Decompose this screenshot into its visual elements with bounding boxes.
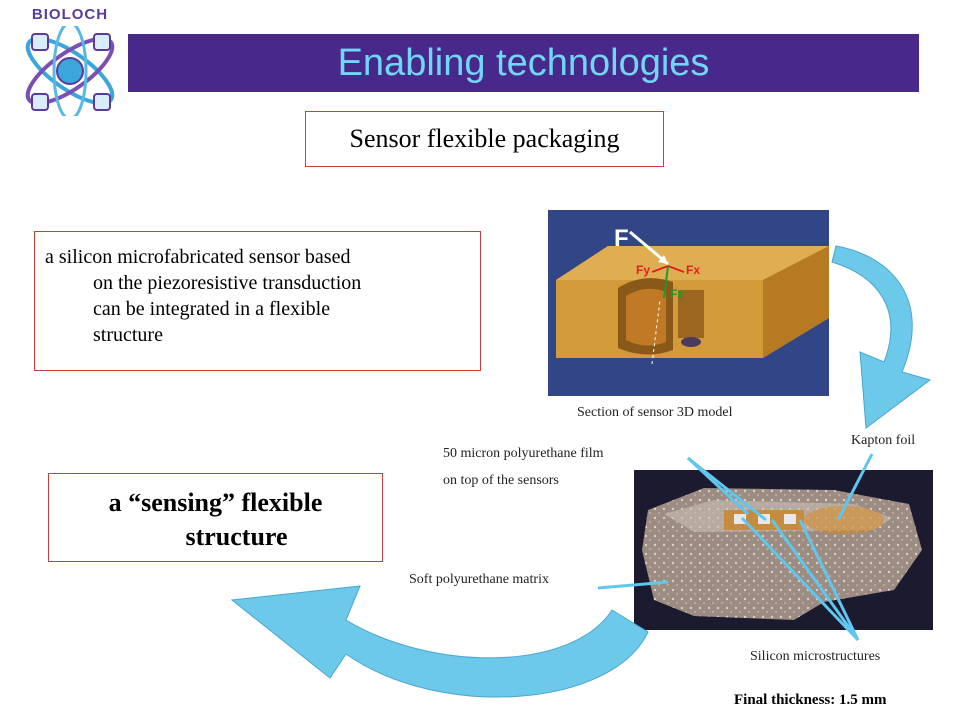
fx-label: Fx xyxy=(686,263,700,277)
fy-label: Fy xyxy=(636,263,650,277)
film-label-line-2: on top of the sensors xyxy=(443,473,559,488)
sensing-line-1: a “sensing” flexible xyxy=(108,488,323,517)
page-title: Enabling technologies xyxy=(337,41,710,84)
kapton-label: Kapton foil xyxy=(851,433,916,448)
title-bar: Enabling technologies xyxy=(128,34,919,92)
model-caption: Section of sensor 3D model xyxy=(577,405,733,420)
sensing-line-2: structure xyxy=(185,522,288,551)
logo-text: BIOLOCH xyxy=(31,6,109,23)
force-label: F xyxy=(614,225,629,252)
silicon-label: Silicon microstructures xyxy=(750,649,881,664)
sensor-photo-image xyxy=(634,470,933,630)
sensor-3d-model-image: F Fy Fx Fz xyxy=(548,210,829,396)
final-thickness: Final thickness: 1.5 mm xyxy=(734,692,887,708)
curved-arrow-top-icon xyxy=(831,245,932,429)
description-line: a silicon microfabricated sensor based xyxy=(45,246,351,268)
sensing-structure-box: a “sensing” flexible structure xyxy=(48,473,383,562)
section-subtitle: Sensor flexible packaging xyxy=(305,111,664,167)
description-line: on the piezoresistive transduction xyxy=(93,272,362,294)
description-box: a silicon microfabricated sensor based o… xyxy=(34,231,481,371)
description-line: can be integrated in a flexible xyxy=(93,298,331,320)
atom-logo-icon xyxy=(25,26,115,116)
matrix-label: Soft polyurethane matrix xyxy=(409,572,549,587)
bioloch-logo: BIOLOCH xyxy=(14,6,126,116)
film-label-line-1: 50 micron polyurethane film xyxy=(443,446,604,461)
fz-label: Fz xyxy=(670,287,683,301)
curved-arrow-bottom-icon xyxy=(230,585,649,698)
description-line: structure xyxy=(93,324,163,346)
